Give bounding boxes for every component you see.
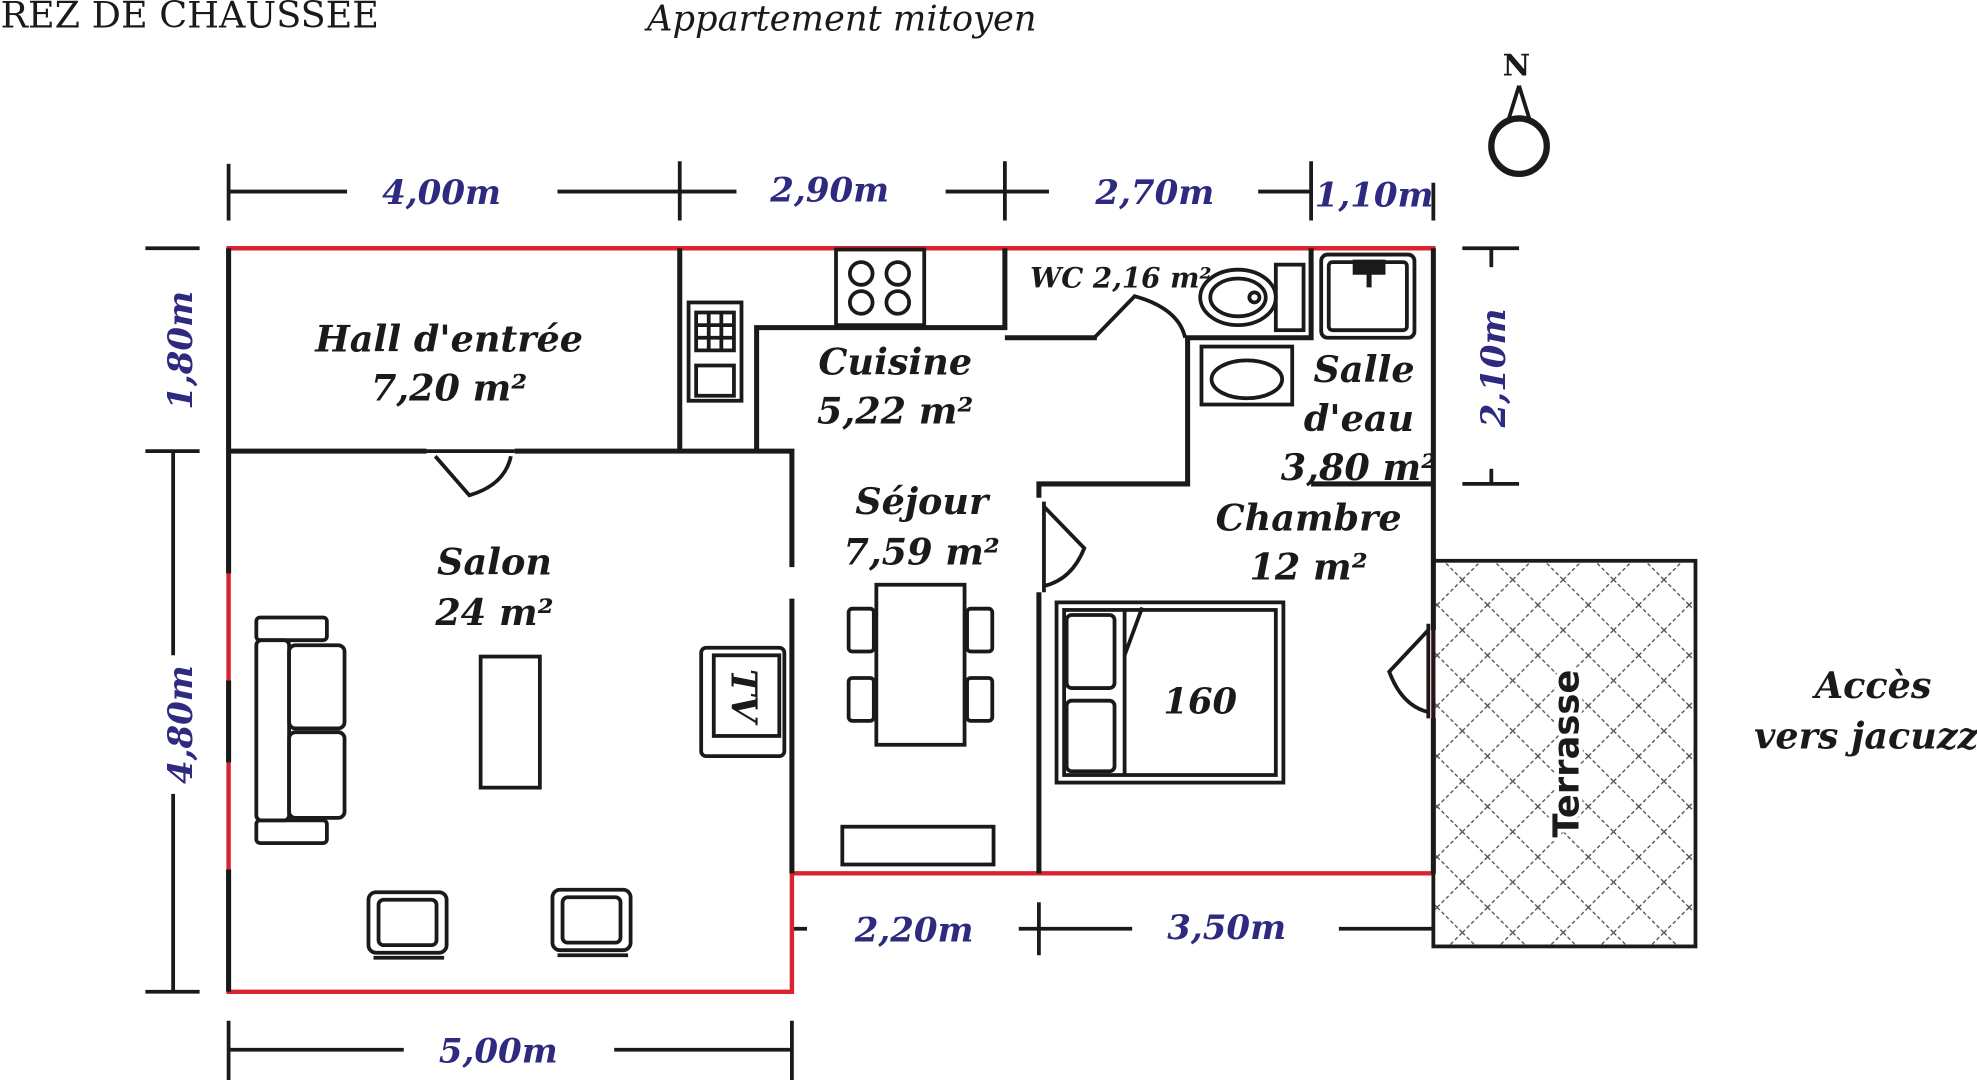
terrace-label: Terrasse: [1546, 670, 1587, 838]
chambre-name: Chambre: [1216, 497, 1402, 540]
dim-bottom-inner-2: 3,50m: [1167, 908, 1286, 948]
chair-icon: [965, 606, 995, 654]
sejour-name: Séjour: [855, 480, 991, 523]
bed-size-label: 160: [1163, 681, 1237, 722]
chambre-door-icon: [1042, 501, 1087, 593]
sejour-area: 7,59 m²: [844, 531, 1000, 574]
right-dimensions: 2,10m: [1462, 246, 1520, 486]
salon-furniture: TV: [254, 615, 787, 960]
salle-eau-name-1: Salle: [1314, 348, 1415, 391]
floor-title: REZ DE CHAUSSEE: [0, 0, 378, 37]
access-line-2: vers jacuzzi: [1754, 715, 1977, 758]
coffee-table-icon: [478, 654, 542, 790]
neighbour-label: Appartement mitoyen: [644, 0, 1037, 39]
top-dimensions: 4,00m 2,90m 2,70m 1,10m: [226, 161, 1436, 221]
dim-left-2: 4,80m: [161, 665, 201, 784]
armchair-icon: [366, 890, 449, 960]
dining-furniture: [840, 582, 996, 867]
north-compass-icon: N: [1488, 49, 1550, 178]
chair-icon: [846, 676, 876, 723]
dim-top-1: 4,00m: [382, 173, 501, 213]
room-labels: Hall d'entrée 7,20 m² Cuisine 5,22 m² WC…: [314, 261, 1977, 757]
armchair-icon: [550, 887, 633, 958]
wc-label: WC 2,16 m²: [1030, 261, 1211, 294]
sofa-icon: [254, 615, 347, 845]
kitchen-fixtures: [686, 247, 927, 403]
dim-top-2: 2,90m: [769, 171, 889, 211]
cuisine-area: 5,22 m²: [817, 389, 973, 432]
dim-left-1: 1,80m: [161, 291, 201, 410]
bottom-inner-dimensions: 2,20m 3,50m: [791, 902, 1434, 956]
chair-icon: [965, 676, 995, 723]
dim-right-1: 2,10m: [1474, 309, 1514, 429]
bathroom-fixtures: [1198, 252, 1417, 407]
salon-name: Salon: [437, 541, 552, 584]
hall-name: Hall d'entrée: [314, 318, 583, 361]
cuisine-name: Cuisine: [818, 340, 972, 383]
tv-icon: TV: [699, 645, 787, 759]
bed-icon: 160: [1054, 600, 1286, 785]
washbasin-icon: [1199, 344, 1295, 407]
salle-eau-name-2: d'eau: [1304, 397, 1414, 440]
tv-label: TV: [722, 669, 763, 726]
dining-table-icon: [874, 582, 967, 747]
hall-door-icon: [426, 449, 515, 498]
chair-icon: [846, 606, 876, 654]
terrace-door-icon: [1387, 623, 1431, 719]
dim-top-4: 1,10m: [1315, 176, 1434, 216]
terrace: Terrasse: [1431, 558, 1698, 949]
shower-icon: [1319, 252, 1417, 340]
toilet-icon: [1198, 262, 1306, 333]
left-dimensions: 1,80m 4,80m: [145, 246, 201, 994]
north-label: N: [1503, 49, 1531, 84]
dim-top-3: 2,70m: [1094, 173, 1214, 213]
wc-door-icon: [1093, 294, 1187, 340]
chambre-area: 12 m²: [1249, 546, 1367, 589]
hall-area: 7,20 m²: [371, 367, 527, 410]
salle-eau-area: 3,80 m²: [1281, 446, 1437, 489]
salon-area: 24 m²: [434, 591, 553, 634]
bottom-dimensions: 5,00m: [226, 1020, 794, 1080]
stove-icon: [834, 247, 927, 328]
dim-bottom-inner-1: 2,20m: [854, 910, 974, 950]
door-icons: [426, 294, 1431, 719]
sideboard-icon: [840, 824, 996, 867]
dim-bottom-1: 5,00m: [439, 1031, 558, 1071]
walls: [226, 248, 1436, 992]
access-line-1: Accès: [1812, 664, 1932, 707]
